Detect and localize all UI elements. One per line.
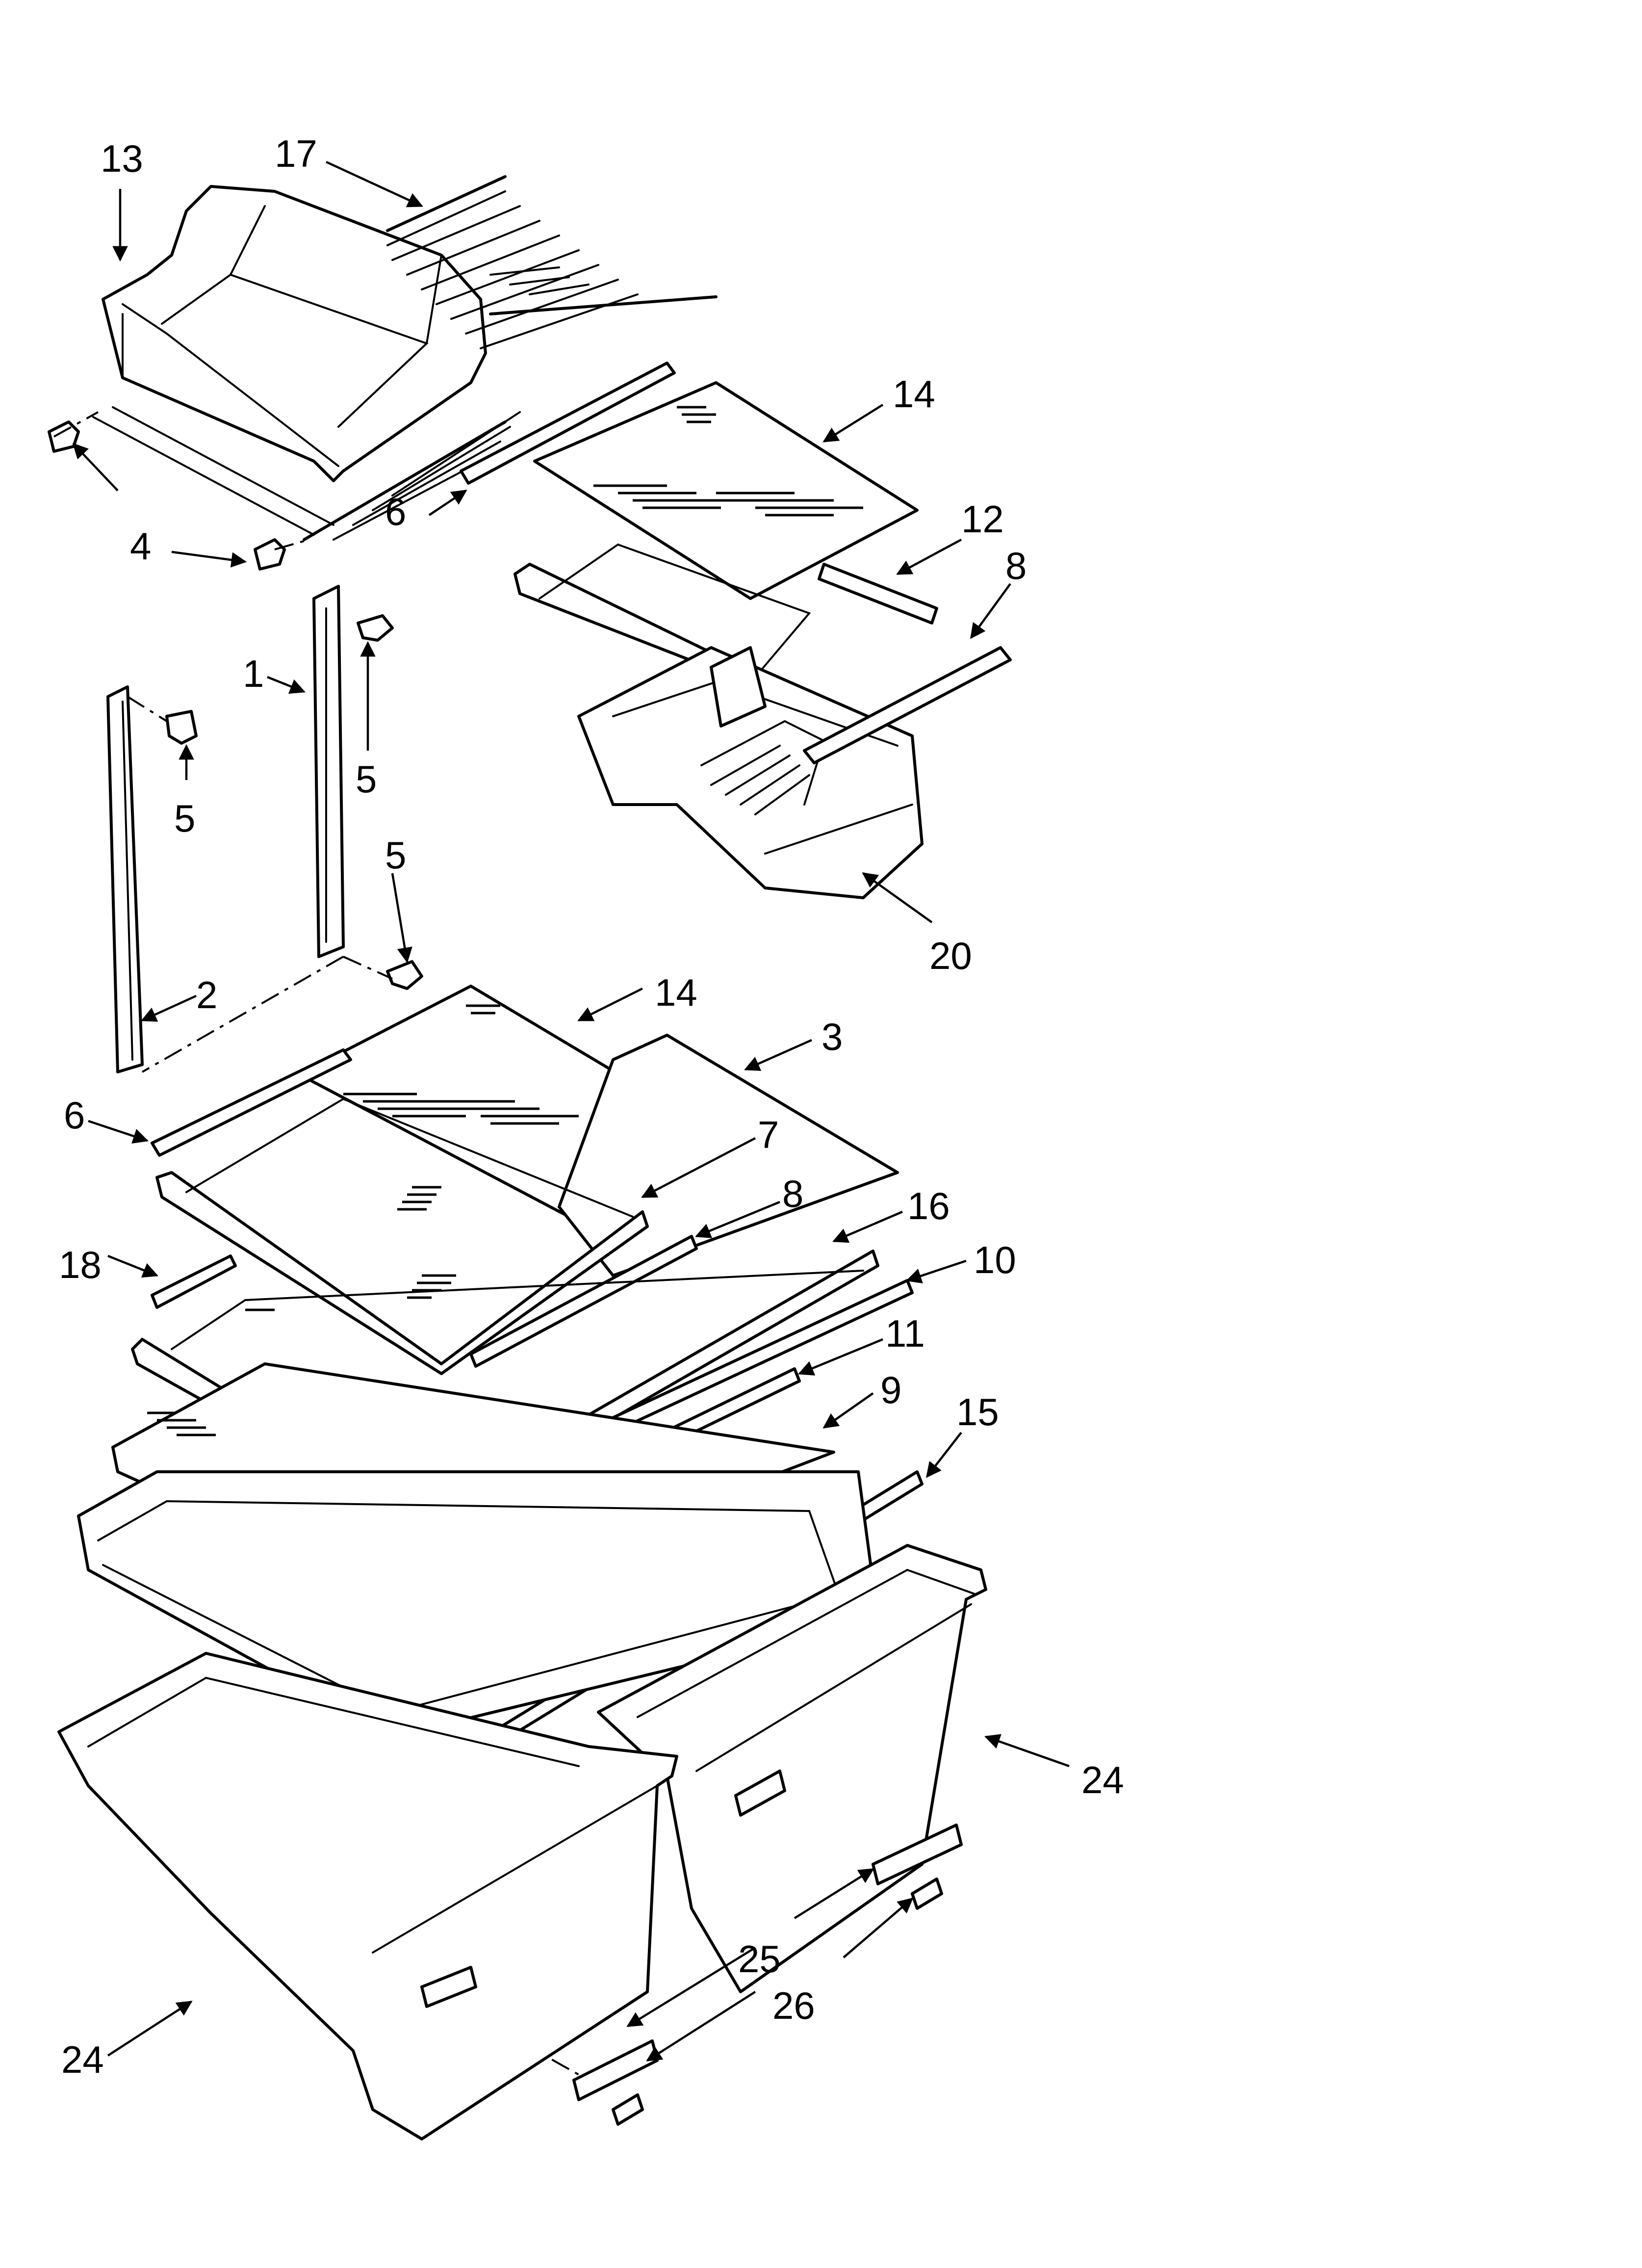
part-8-trim-top — [803, 646, 1012, 764]
part-5-screws — [165, 614, 423, 990]
part-18-trim — [151, 1254, 237, 1309]
part-6-shelf-trim-lower — [151, 1048, 352, 1157]
part-7-shelf-assembly — [155, 1097, 649, 1375]
part-20-crisper-drawer — [577, 646, 924, 899]
callout-13: 13 — [101, 137, 143, 180]
callout-9: 9 — [880, 1368, 901, 1411]
callout-16: 16 — [907, 1184, 950, 1227]
callout-5: 5 — [174, 797, 195, 840]
part-26-clips — [612, 1877, 943, 2126]
part-1-shelf-rail — [312, 585, 345, 958]
alignment-line — [142, 956, 344, 1073]
callout-25: 25 — [738, 1937, 781, 1981]
callout-5: 5 — [356, 757, 377, 801]
alignment-line — [343, 956, 393, 980]
part-13-door-bin — [102, 185, 487, 482]
callout-10: 10 — [974, 1238, 1016, 1281]
callout-15: 15 — [956, 1390, 999, 1434]
callout-11: 11 — [885, 1312, 925, 1355]
callout-2: 2 — [196, 973, 217, 1017]
callout-17: 17 — [275, 132, 317, 175]
callout-14: 14 — [655, 971, 697, 1014]
callout-6: 6 — [64, 1094, 85, 1137]
part-24-drawer-left — [57, 1652, 678, 2140]
callout-18: 18 — [59, 1243, 102, 1286]
callout-26: 26 — [772, 1984, 815, 2027]
part-6-shelf-trim-top — [460, 362, 676, 485]
callout-7: 7 — [758, 1113, 779, 1156]
part-4-wheels — [48, 420, 286, 571]
alignment-line — [127, 696, 168, 722]
part-8-trim-lower — [469, 1235, 698, 1368]
part-17-wire-shelf — [92, 175, 718, 541]
leader-lines — [72, 160, 1070, 2061]
callout-20: 20 — [929, 934, 972, 977]
callout-labels: 13 17 14 6 4 12 8 1 5 5 5 20 2 14 3 6 7 … — [59, 132, 1124, 2081]
callout-12: 12 — [961, 497, 1004, 541]
callout-1: 1 — [243, 652, 264, 695]
callout-24: 24 — [1081, 1758, 1124, 1801]
callout-8: 8 — [782, 1172, 803, 1215]
part-2-shelf-rail — [106, 685, 144, 1073]
alignment-line — [421, 1986, 589, 2081]
callout-5: 5 — [385, 834, 406, 877]
callout-24: 24 — [61, 2038, 104, 2081]
callout-6: 6 — [385, 490, 406, 533]
callout-4: 4 — [130, 524, 151, 568]
callout-3: 3 — [821, 1015, 843, 1058]
callout-8: 8 — [1005, 544, 1026, 587]
callout-14: 14 — [893, 372, 935, 416]
alignment-line — [53, 411, 99, 438]
part-14-glass-shelf-top — [533, 381, 919, 600]
alignment-line — [274, 539, 309, 550]
